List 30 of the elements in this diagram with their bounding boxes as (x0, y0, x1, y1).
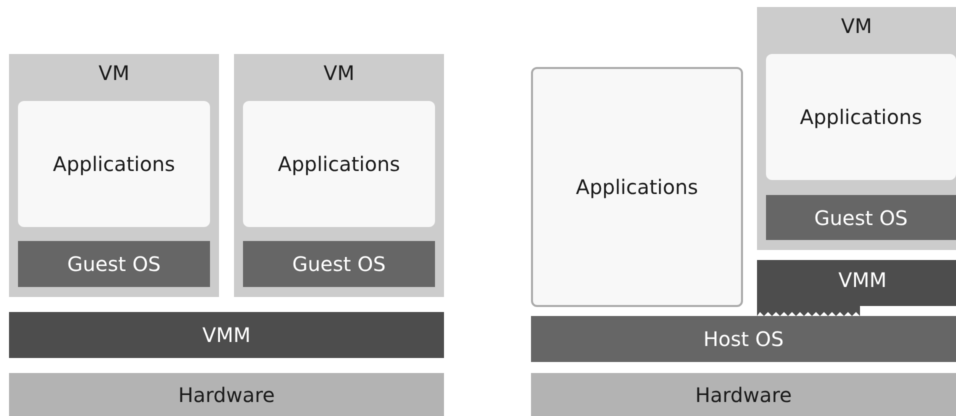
applications-box (243, 101, 435, 227)
applications-box (18, 101, 210, 227)
applications-box (531, 67, 743, 307)
guest-os-bar (243, 241, 435, 287)
vmm-bar (9, 312, 444, 358)
label: Applications (800, 107, 922, 127)
label: Applications (52, 154, 176, 174)
vmm-bar (757, 260, 956, 318)
hardware-bar (9, 373, 444, 416)
label: Guest OS (292, 254, 386, 274)
label: Guest OS (67, 254, 161, 274)
label: Guest OS (814, 208, 908, 228)
label: Host OS (703, 329, 784, 349)
vm-box (9, 54, 219, 297)
vm-box (234, 54, 444, 297)
hardware-bar (531, 373, 956, 416)
label: VM (841, 16, 872, 36)
guest-os-bar (766, 195, 956, 240)
label: VM (98, 63, 130, 83)
label: Hardware (178, 384, 275, 404)
host-os-bar (531, 316, 956, 362)
label: Applications (576, 177, 698, 197)
label: VM (324, 63, 354, 83)
label: VMM (202, 325, 251, 345)
label: VMM (838, 270, 887, 290)
guest-os-bar (18, 241, 210, 287)
label: Applications (278, 154, 400, 174)
label: Hardware (695, 384, 792, 404)
applications-box (766, 54, 956, 180)
vm-box (757, 7, 956, 250)
